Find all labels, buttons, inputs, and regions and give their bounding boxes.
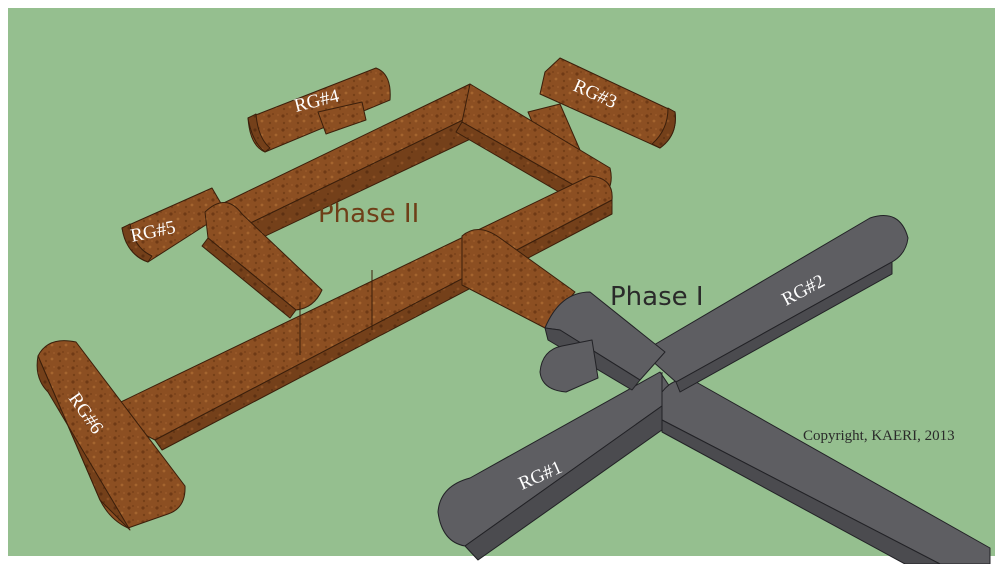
rg4-tunnel — [247, 67, 391, 153]
phase-1-stub — [539, 339, 599, 393]
phase-1-tunnels — [437, 215, 991, 564]
rg2-tunnel — [641, 215, 909, 383]
rg6-tunnel — [37, 340, 186, 529]
phase-1-approach-tunnel — [544, 291, 666, 381]
phase-1-label: Phase I — [610, 282, 704, 312]
copyright-text: Copyright, KAERI, 2013 — [803, 428, 955, 444]
phase-2-label: Phase II — [318, 199, 419, 229]
phase-2-tunnels — [36, 57, 676, 531]
rg1-tunnel — [437, 371, 677, 547]
